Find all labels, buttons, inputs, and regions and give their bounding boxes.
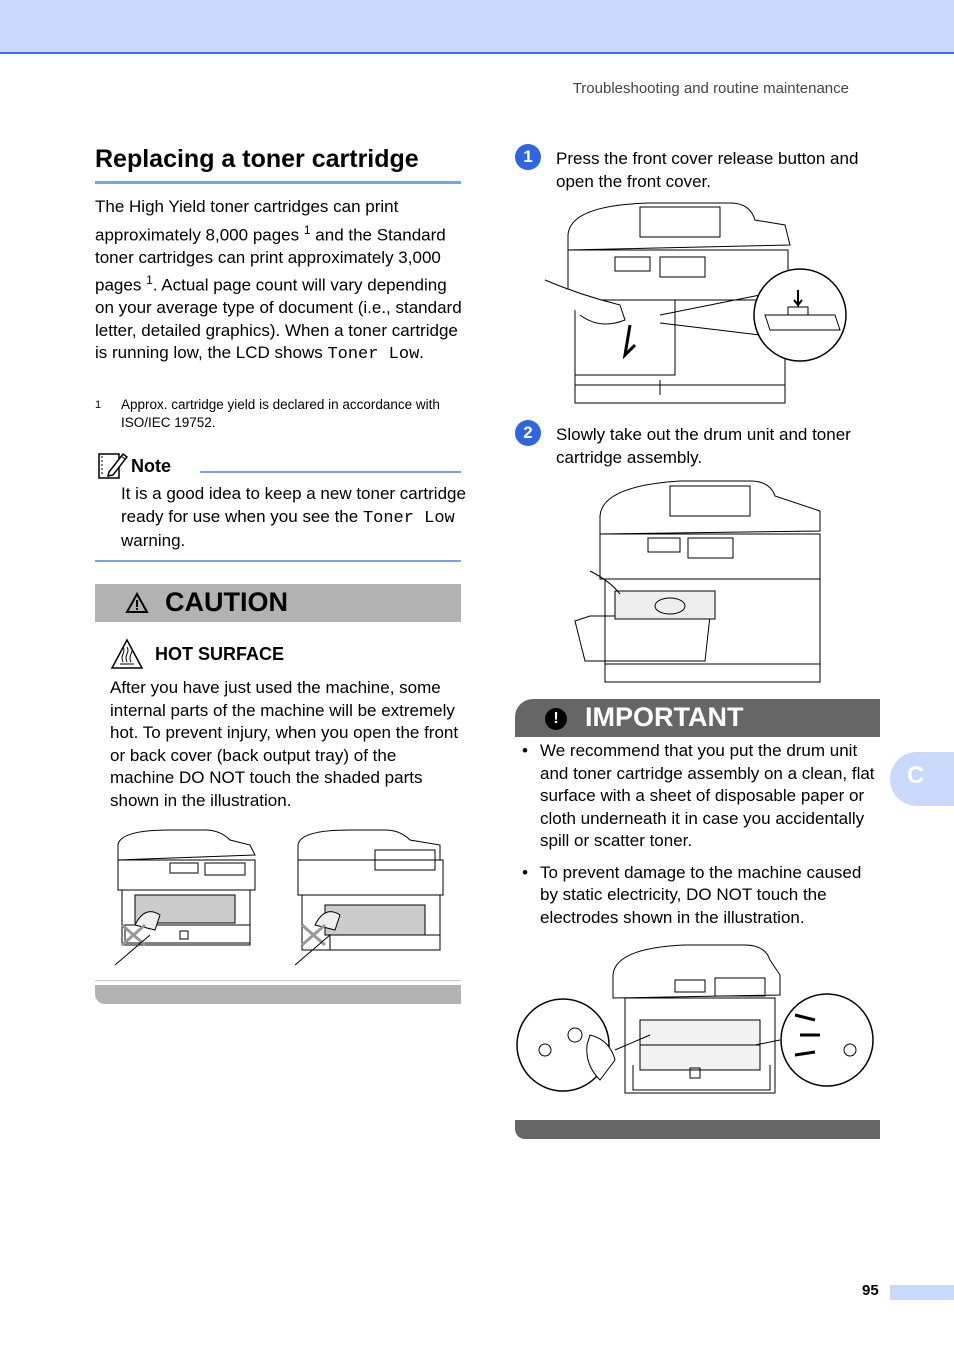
front-cover-open-illustration bbox=[544, 202, 847, 404]
intro-paragraph: The High Yield toner cartridges can prin… bbox=[95, 196, 465, 367]
page-number-bar bbox=[890, 1285, 954, 1300]
note-title: Note bbox=[131, 456, 171, 476]
printer-back-open-illustration bbox=[294, 829, 444, 966]
page-number: 95 bbox=[862, 1282, 879, 1299]
footnote-text: Approx. cartridge yield is declared in a… bbox=[121, 397, 440, 430]
important-banner: ! IMPORTANT bbox=[515, 699, 880, 737]
important-list: • We recommend that you put the drum unit… bbox=[520, 740, 880, 938]
intro-text-1: The High Yield toner cartridges can prin… bbox=[95, 197, 399, 245]
note-rule bbox=[200, 471, 461, 473]
electrodes-illustration bbox=[516, 944, 874, 1094]
warning-triangle-icon bbox=[125, 592, 149, 613]
chapter-letter: C bbox=[907, 762, 925, 789]
note-pencil-icon bbox=[98, 452, 129, 479]
list-item: • We recommend that you put the drum unit… bbox=[520, 740, 880, 853]
header-band bbox=[0, 0, 954, 54]
lcd-message: Toner Low bbox=[327, 345, 420, 365]
drum-removal-illustration bbox=[574, 480, 821, 683]
important-title: IMPORTANT bbox=[585, 702, 744, 732]
step-1-badge: 1 bbox=[515, 144, 541, 170]
intro-text-3: . Actual page count will vary depending … bbox=[95, 275, 462, 363]
important-item-2: To prevent damage to the machine caused … bbox=[540, 862, 862, 927]
bullet: • bbox=[522, 741, 528, 760]
caution-banner: CAUTION bbox=[95, 584, 461, 622]
title-underline bbox=[95, 181, 461, 184]
section-title: Replacing a toner cartridge bbox=[95, 145, 419, 173]
bullet: • bbox=[522, 862, 528, 882]
note-text-2: warning. bbox=[121, 531, 186, 550]
lcd-message: Toner Low bbox=[362, 508, 455, 528]
hot-surface-heading: HOT SURFACE bbox=[155, 644, 285, 664]
intro-text-2: and the Standard toner cartridges can pr… bbox=[95, 225, 446, 295]
important-item-1: We recommend that you put the drum unit … bbox=[540, 741, 875, 850]
running-head: Troubleshooting and routine maintenance bbox=[572, 80, 849, 97]
footnote: 1 Approx. cartridge yield is declared in… bbox=[95, 396, 461, 432]
note-text: It is a good idea to keep a new toner ca… bbox=[121, 483, 466, 553]
intro-text-4: . bbox=[419, 343, 425, 363]
note-text-1: It is a good idea to keep a new toner ca… bbox=[121, 484, 466, 526]
footnote-ref: 1 bbox=[146, 273, 153, 288]
caution-divider bbox=[95, 980, 461, 981]
exclamation-icon: ! bbox=[545, 708, 567, 730]
footnote-number: 1 bbox=[95, 399, 102, 411]
hot-surface-icon bbox=[110, 638, 144, 669]
caution-text: After you have just used the machine, so… bbox=[110, 678, 459, 810]
printer-front-open-illustration bbox=[114, 829, 256, 966]
chapter-tab: C bbox=[890, 752, 954, 806]
step-2-text: Slowly take out the drum unit and toner … bbox=[556, 425, 851, 467]
caution-title: CAUTION bbox=[165, 587, 288, 617]
important-end-bar bbox=[515, 1120, 880, 1139]
note-bottom-rule bbox=[95, 560, 461, 562]
footnote-ref: 1 bbox=[303, 222, 311, 237]
caution-end-bar bbox=[95, 985, 461, 1004]
list-item: • To prevent damage to the machine caused… bbox=[520, 862, 880, 930]
step-1-text: Press the front cover release button and… bbox=[556, 149, 859, 191]
step-2-badge: 2 bbox=[515, 420, 541, 446]
